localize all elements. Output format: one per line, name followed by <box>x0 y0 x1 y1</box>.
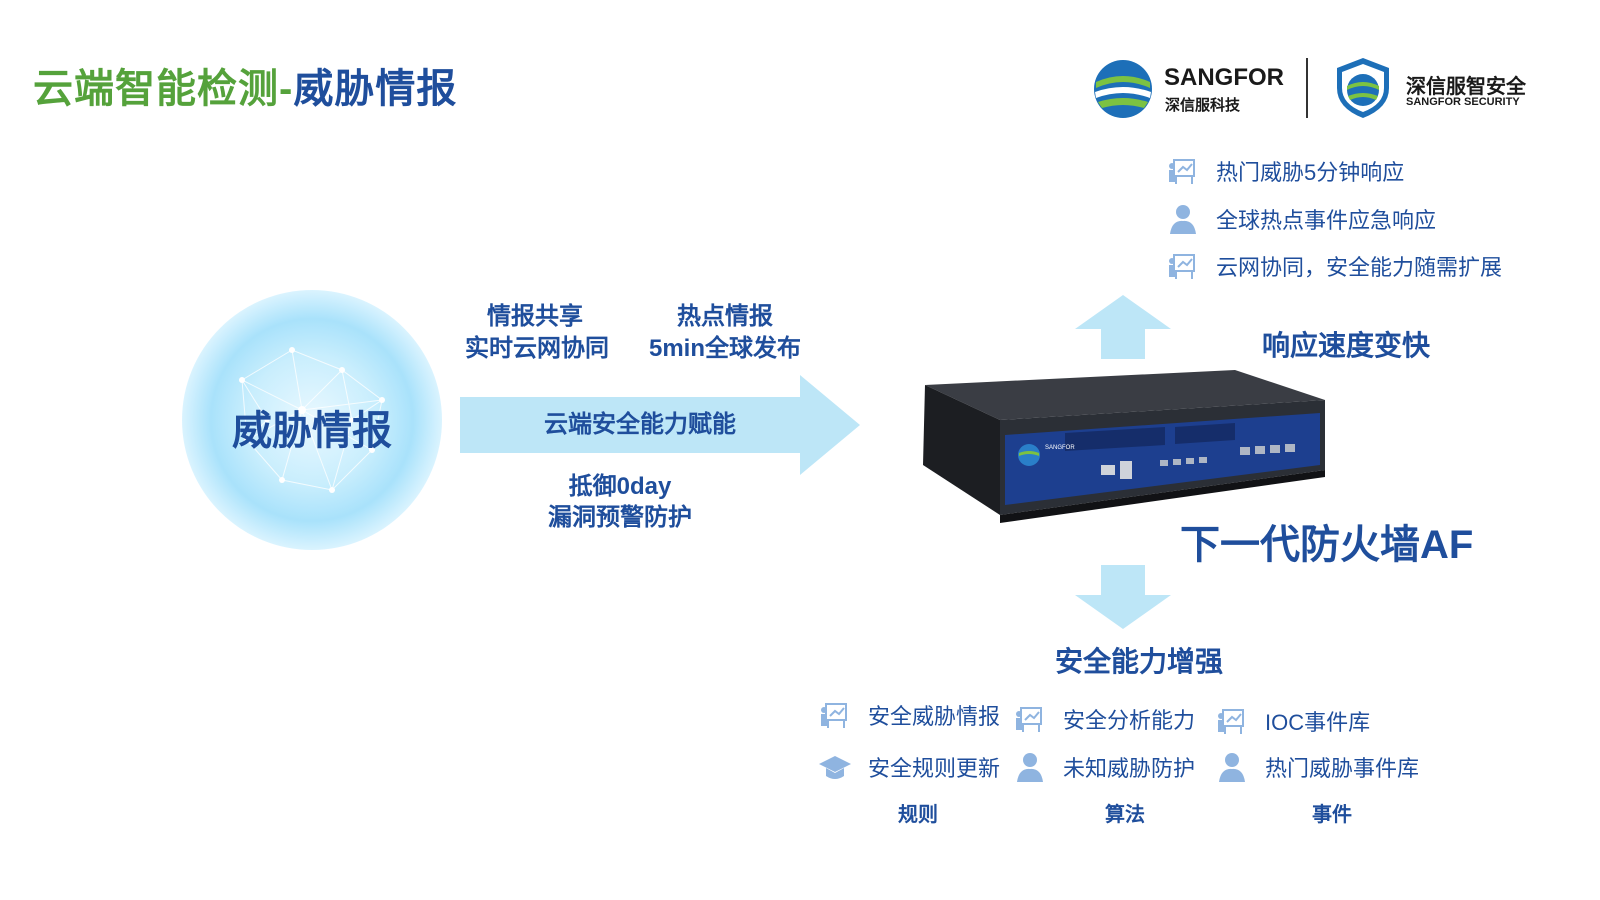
title-part-2: 威胁情报 <box>293 67 458 111</box>
security-en-name: SANGFOR SECURITY <box>1406 96 1520 108</box>
slide-title: 云端智能检测-威胁情报 <box>33 56 457 114</box>
intel-share-line-1: 情报共享 <box>487 303 583 330</box>
enhance-item: 安全规则更新 <box>818 750 1000 784</box>
enhance-item: 热门威胁事件库 <box>1215 750 1419 784</box>
defend-0day-line-2: 漏洞预警防护 <box>548 504 692 531</box>
security-enhance-heading: 安全能力增强 <box>1055 646 1224 677</box>
enhance-item-label: 未知威胁防护 <box>1063 756 1196 781</box>
enhance-item-label: 安全分析能力 <box>1063 708 1196 733</box>
sangfor-security-logo: 深信服智安全 SANGFOR SECURITY <box>1334 56 1534 120</box>
defend-0day-line-1: 抵御0day <box>568 473 672 500</box>
response-item: 热门威胁5分钟响应 <box>1166 154 1404 188</box>
network-mesh-icon <box>239 347 385 493</box>
title-part-1: 云端智能检测- <box>33 67 294 111</box>
column-caption-rules: 规则 <box>898 804 938 826</box>
enhance-item: 安全威胁情报 <box>818 698 1000 732</box>
response-item-label: 全球热点事件应急响应 <box>1216 208 1437 233</box>
sangfor-cn-name: 深信服科技 <box>1165 97 1241 114</box>
enhance-item-label: IOC事件库 <box>1265 710 1371 735</box>
chart-board-icon <box>818 698 852 732</box>
hot-intel-line-1: 热点情报 <box>677 303 773 330</box>
up-arrow-icon <box>1075 295 1171 359</box>
chart-board-icon <box>1166 249 1200 283</box>
person-icon <box>1166 202 1200 236</box>
chart-board-icon <box>1215 704 1249 738</box>
enhance-item-label: 安全规则更新 <box>868 756 1001 781</box>
cloud-empower-label: 云端安全能力赋能 <box>544 411 736 438</box>
person-icon <box>1215 750 1249 784</box>
security-shield-icon <box>1337 58 1389 118</box>
right-arrow-icon <box>460 375 860 475</box>
firewall-device-image: SANGFOR <box>923 370 1325 523</box>
enhance-item-label: 热门威胁事件库 <box>1265 756 1420 781</box>
response-item-label: 云网协同，安全能力随需扩展 <box>1216 255 1503 280</box>
response-item: 全球热点事件应急响应 <box>1166 202 1436 236</box>
sangfor-en-name: SANGFOR <box>1164 64 1284 91</box>
sangfor-globe-icon <box>1094 60 1152 118</box>
device-name: 下一代防火墙AF <box>1180 523 1474 567</box>
enhance-item: 未知威胁防护 <box>1013 750 1195 784</box>
logo-divider <box>1306 58 1308 118</box>
chart-board-icon <box>1013 702 1047 736</box>
enhance-item-label: 安全威胁情报 <box>868 704 1001 729</box>
response-item-label: 热门威胁5分钟响应 <box>1216 160 1405 185</box>
device-brand: SANGFOR <box>1045 445 1075 451</box>
hot-intel-line-2: 5min全球发布 <box>648 335 801 362</box>
person-icon <box>1013 750 1047 784</box>
intel-share-line-2: 实时云网协同 <box>465 335 609 362</box>
enhance-item: IOC事件库 <box>1215 704 1370 738</box>
graduation-cap-icon <box>818 750 852 784</box>
chart-board-icon <box>1166 154 1200 188</box>
enhance-item: 安全分析能力 <box>1013 702 1195 736</box>
threat-intel-glow <box>182 290 442 550</box>
down-arrow-icon <box>1075 565 1171 629</box>
column-caption-events: 事件 <box>1312 804 1352 826</box>
response-item: 云网协同，安全能力随需扩展 <box>1166 249 1502 283</box>
threat-intel-label: 威胁情报 <box>232 409 392 453</box>
sangfor-logo: SANGFOR 深信服科技 <box>1092 56 1292 120</box>
column-caption-algorithm: 算法 <box>1105 804 1145 826</box>
response-faster-heading: 响应速度变快 <box>1262 330 1431 361</box>
security-cn-name: 深信服智安全 <box>1406 76 1526 98</box>
